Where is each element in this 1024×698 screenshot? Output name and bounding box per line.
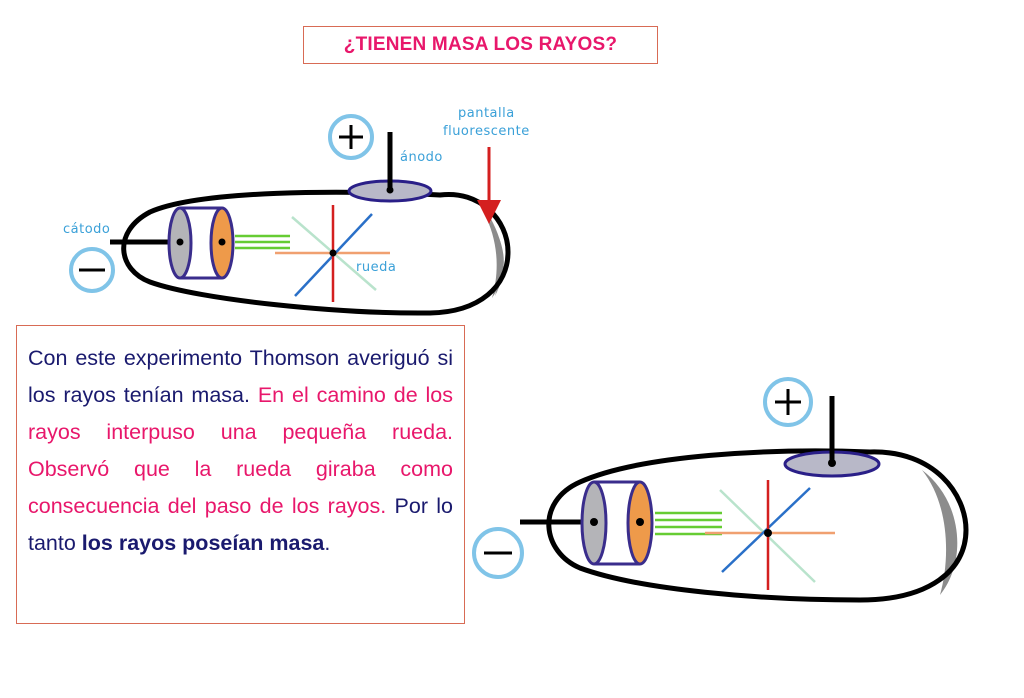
label-screen-line2: fluorescente	[443, 124, 530, 139]
title-box: ¿TIENEN MASA LOS RAYOS?	[303, 26, 658, 64]
anode-2	[783, 396, 881, 478]
cathode-beam	[235, 234, 290, 250]
label-anode: ánodo	[400, 150, 443, 165]
plus-electrode-icon	[328, 114, 374, 160]
cathode-cylinder	[167, 206, 235, 280]
explanation-part1: Con este experimento Thomson averiguó si…	[28, 346, 453, 407]
cathode-beam-2	[655, 511, 722, 536]
paddle-wheel-2	[705, 480, 835, 590]
explanation-part3: Por lo tanto	[28, 494, 454, 555]
explanation-paragraph: Con este experimento Thomson averiguó si…	[28, 340, 453, 562]
label-cathode: cátodo	[63, 222, 110, 237]
minus-electrode-icon-2	[472, 527, 524, 579]
explanation-conclusion: los rayos poseían masa	[81, 531, 325, 555]
explanation-part2: En el camino de los rayos interpuso una …	[28, 383, 453, 518]
page-title: ¿TIENEN MASA LOS RAYOS?	[343, 34, 618, 55]
glass-tube	[121, 189, 511, 316]
explanation-box: Con este experimento Thomson averiguó si…	[16, 325, 465, 624]
label-wheel: rueda	[356, 260, 396, 275]
plus-electrode-icon-2	[763, 377, 813, 427]
cathode-cylinder-2	[580, 480, 654, 566]
fluorescent-screen-fill	[484, 213, 504, 298]
paddle-wheel	[275, 205, 390, 302]
minus-electrode-icon	[69, 247, 115, 293]
glass-tube-2	[546, 448, 969, 603]
tube-diagram-top: pantalla fluorescente ánodo cátodo rueda	[63, 106, 530, 316]
label-screen-line1: pantalla	[458, 106, 515, 121]
explanation-part5: .	[324, 531, 331, 555]
fluorescent-screen-2	[922, 470, 958, 595]
tube-diagram-bottom	[472, 377, 969, 603]
anode	[347, 132, 433, 203]
